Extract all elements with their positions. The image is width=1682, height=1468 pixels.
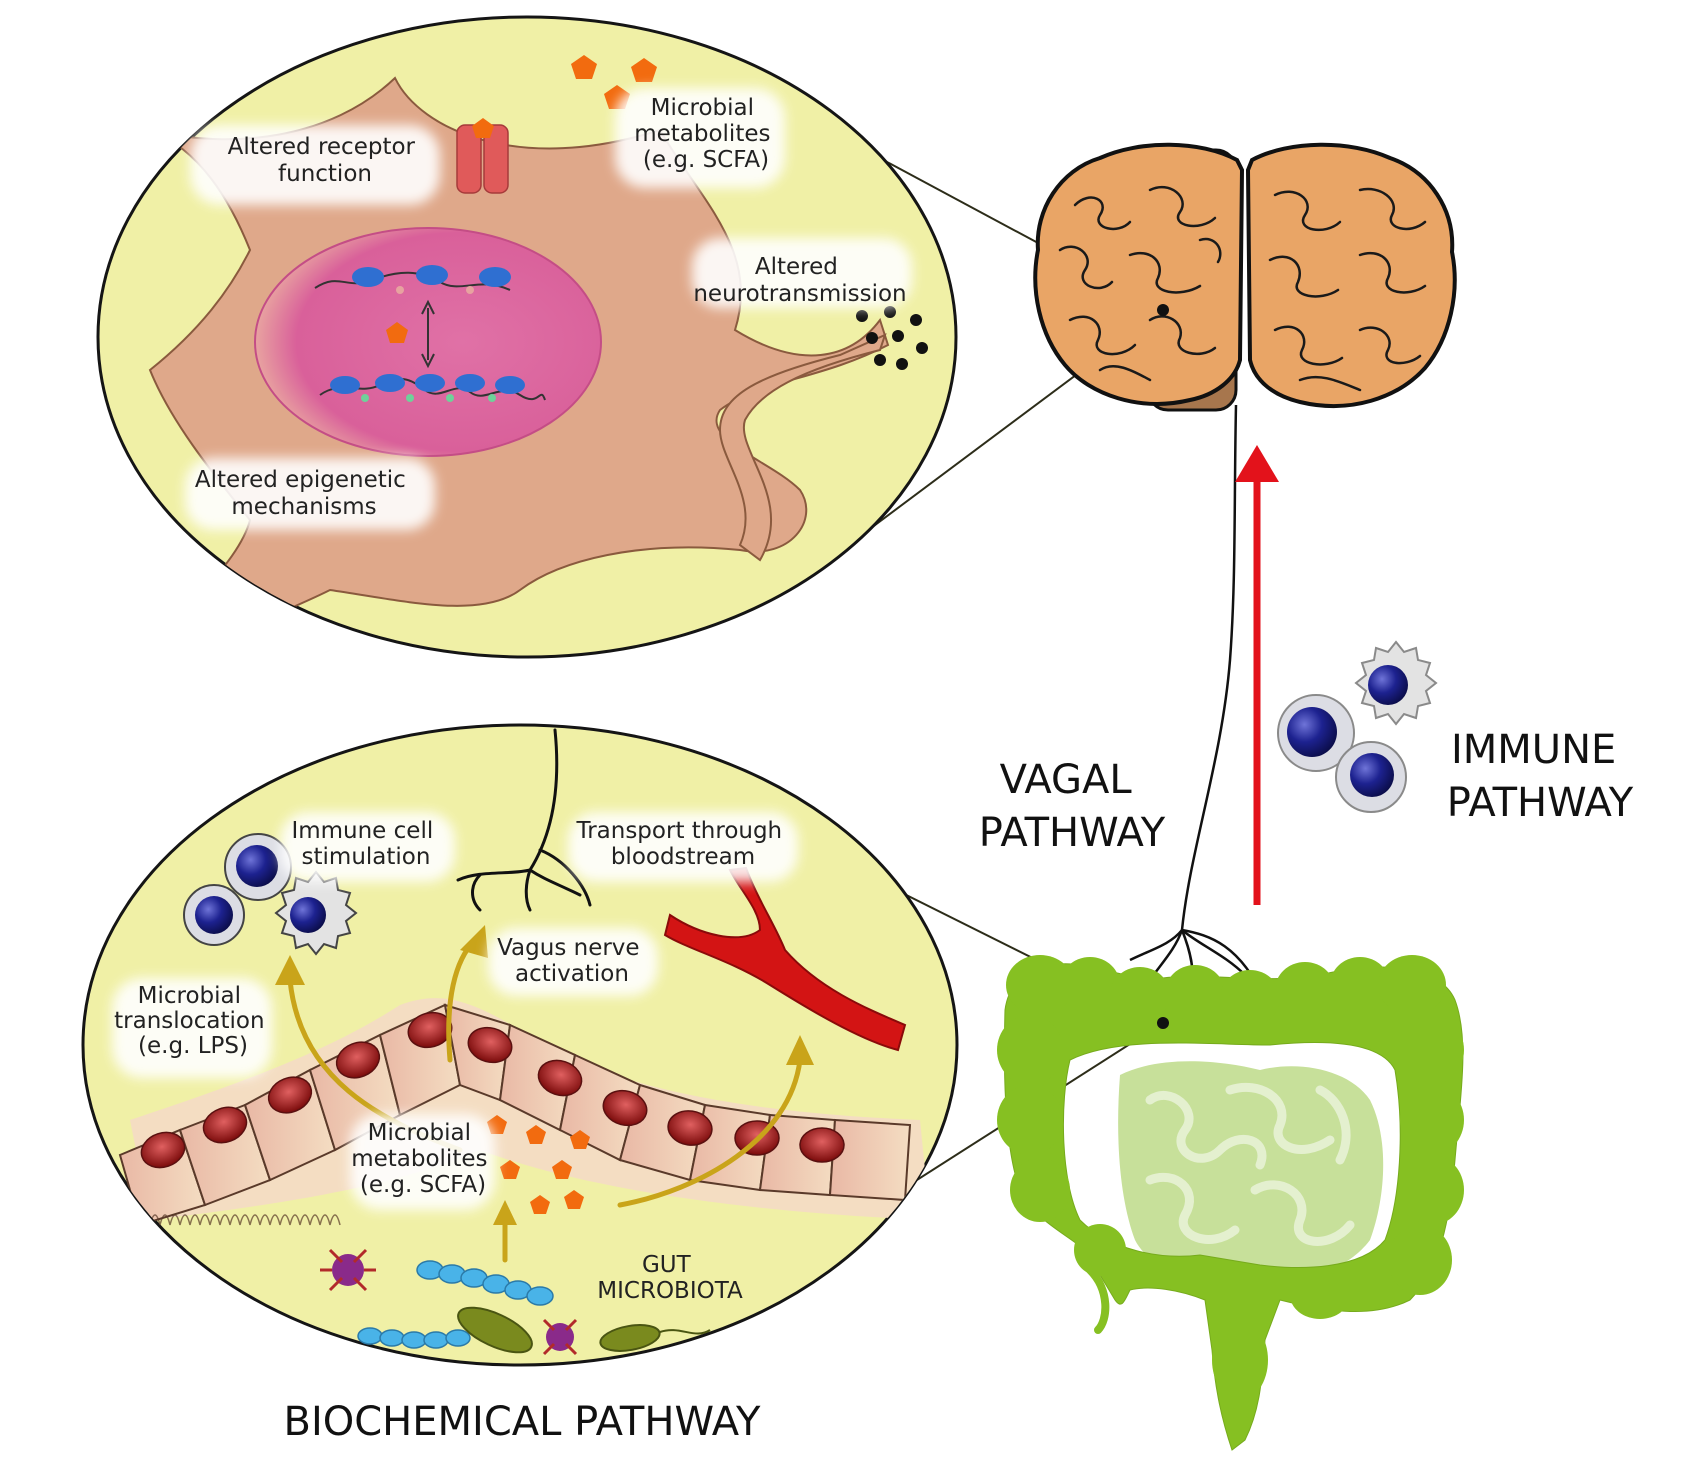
gut-metabolites-label: Microbial metabolites (e.g. SCFA) — [351, 1120, 495, 1198]
chromatin-condensed — [319, 374, 546, 402]
translocation-label: Microbial translocation (e.g. LPS) — [114, 983, 272, 1059]
neurotransmitter-dots — [856, 306, 928, 370]
brain-left-hemisphere — [1033, 142, 1245, 406]
bloodstream-label: Transport through bloodstream — [576, 818, 790, 870]
brain-gyri — [1058, 185, 1427, 392]
neuron-panel: Altered receptor function Microbial meta… — [96, 15, 958, 659]
chromatin-relaxed — [314, 265, 511, 294]
vagus-nerve — [1129, 404, 1267, 1001]
immune-stimulation-label: Immune cell stimulation — [291, 818, 440, 870]
epigenetic-label: Altered epigenetic mechanisms — [195, 467, 413, 520]
scfa-pentagon — [386, 322, 408, 343]
vagus-nerve-endings — [456, 728, 592, 912]
gut-panel: Immune cell stimulation Transport throug… — [81, 723, 959, 1367]
axon — [718, 333, 887, 562]
immune-pathway-label: IMMUNE PATHWAY — [1447, 727, 1634, 826]
immune-pathway-arrow — [1235, 445, 1279, 905]
vagus-activation-label: Vagus nerve activation — [497, 935, 647, 987]
gut-microbes — [320, 1248, 711, 1356]
haustra — [997, 955, 1464, 1400]
label-halos — [185, 88, 912, 530]
microvilli — [139, 1214, 341, 1226]
small-intestine-folds — [1145, 1082, 1355, 1246]
double-arrow — [421, 299, 435, 369]
immune-cells-right — [1277, 640, 1438, 813]
arrow-heads — [275, 925, 814, 1225]
brain-right-hemisphere — [1245, 142, 1457, 408]
gut-label-halos — [112, 812, 798, 1210]
biochemical-pathway-label: BIOCHEMICAL PATHWAY — [284, 1399, 762, 1445]
appendix — [1086, 1266, 1110, 1334]
vagal-pathway-label: VAGAL PATHWAY — [979, 757, 1166, 856]
microbiota-label: GUT MICROBIOTA — [597, 1252, 743, 1304]
epithelium — [118, 998, 930, 1227]
immune-cells-panel — [183, 833, 358, 956]
brain-focus-point — [1157, 304, 1169, 316]
receptor — [456, 118, 509, 194]
neurotransmission-label: Altered neurotransmission — [693, 254, 906, 307]
neuron-metabolites-label: Microbial metabolites (e.g. SCFA) — [634, 95, 778, 173]
receptor-label: Altered receptor function — [228, 134, 423, 187]
blood-vessel — [663, 866, 907, 1052]
gut-metabolite-pentagons — [487, 1115, 590, 1214]
spiky-bacteria — [320, 1248, 578, 1356]
gut-focus-point — [1157, 1017, 1169, 1029]
gut — [997, 955, 1464, 1451]
brain — [1033, 142, 1457, 412]
